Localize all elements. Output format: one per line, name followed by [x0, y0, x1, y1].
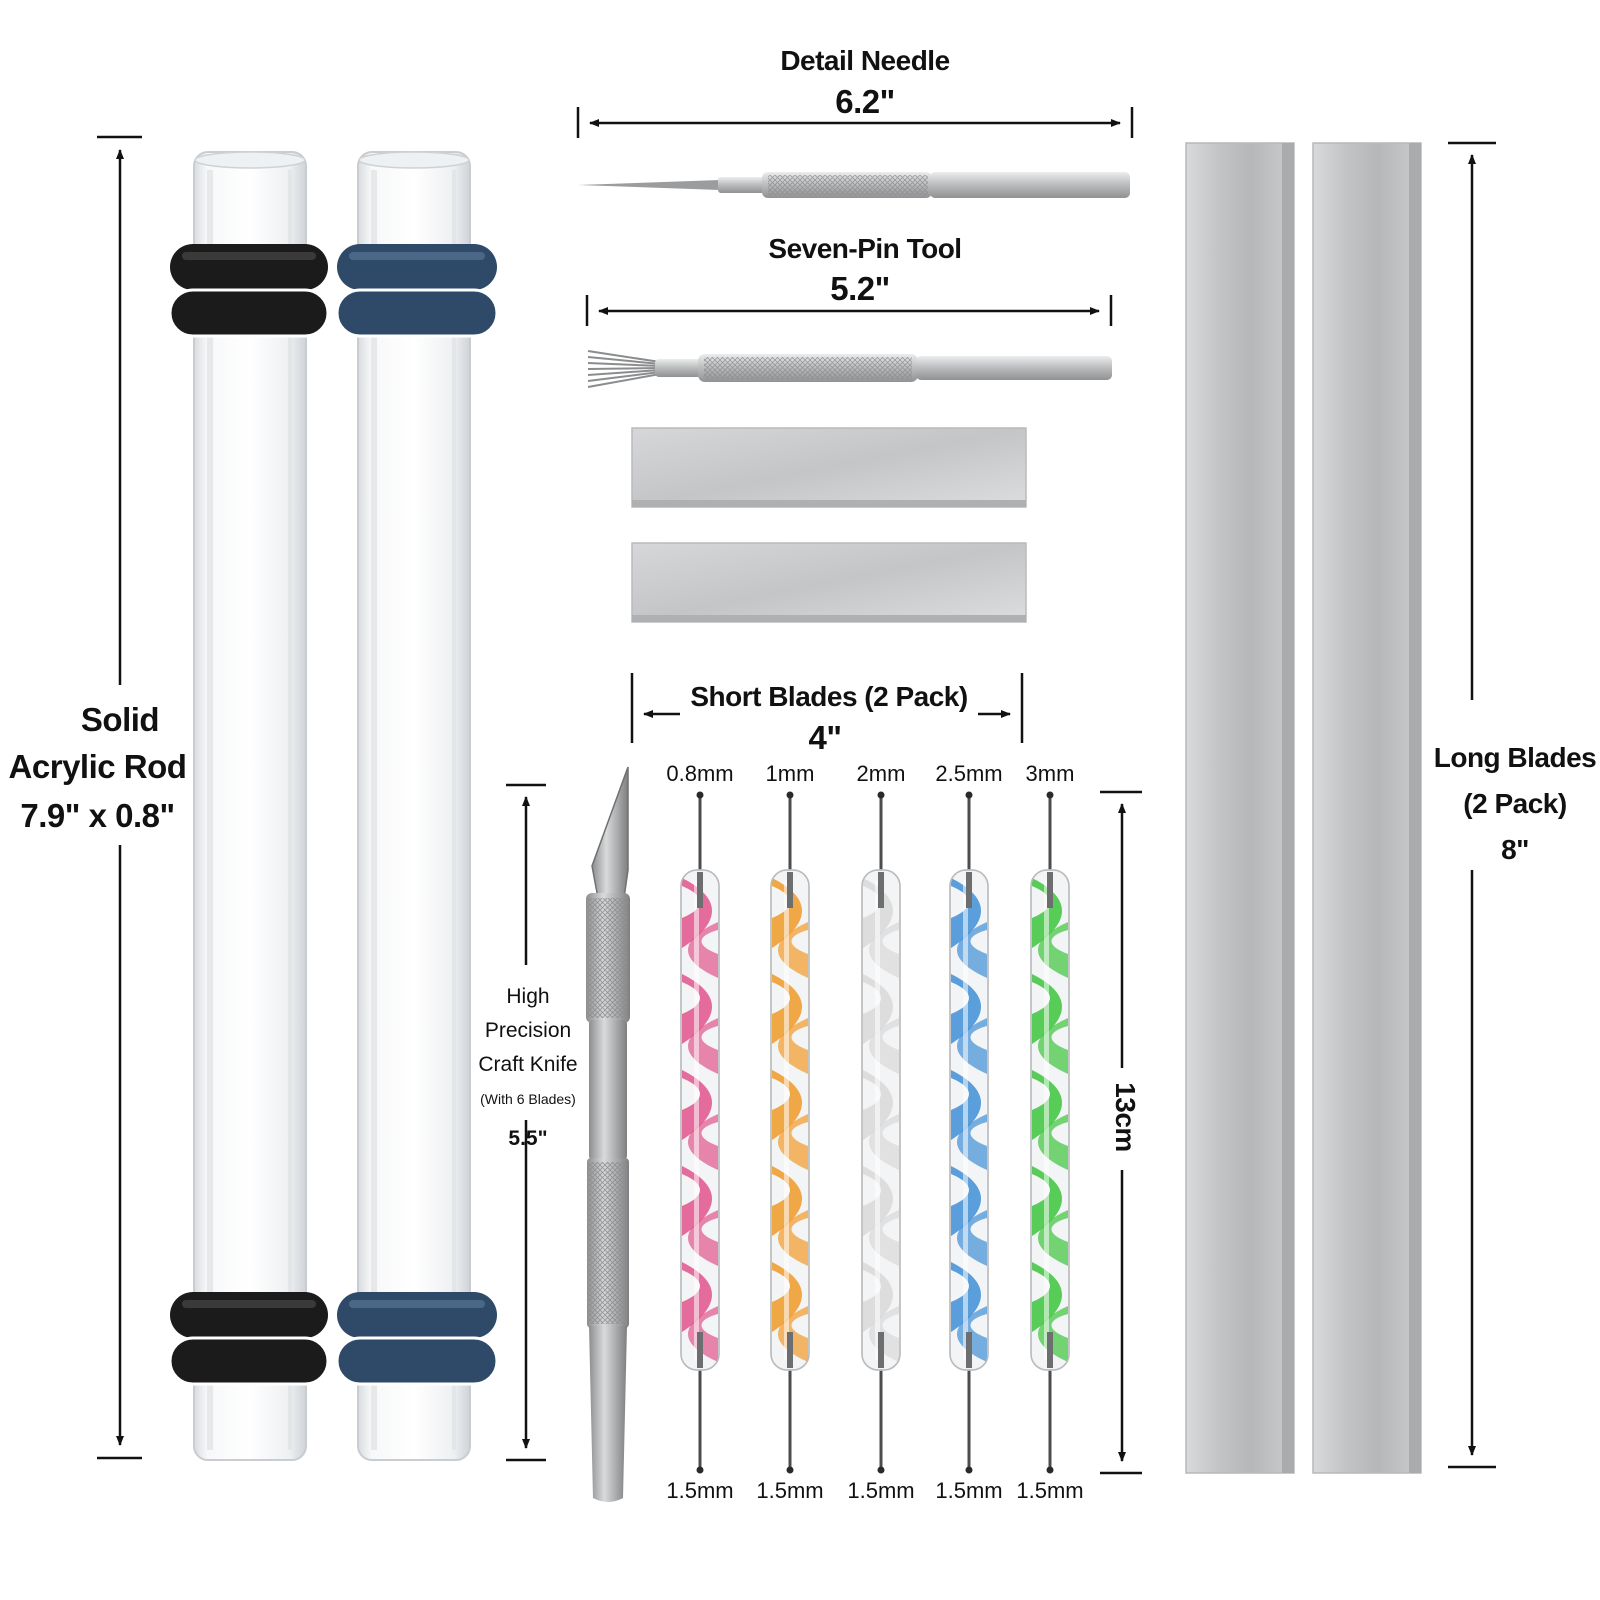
dotting-tool-orange: [770, 791, 810, 1474]
dotting-tool-white: [861, 791, 901, 1474]
craft-knife: [586, 766, 630, 1502]
detail-needle-size: 6.2": [835, 83, 895, 120]
dotting-top-size-5: 3mm: [1025, 761, 1075, 786]
long-blade-1: [1185, 142, 1295, 1474]
dotting-tool-pink: [680, 791, 720, 1474]
seven-pin-tool: [587, 350, 661, 388]
seven-pin-size: 5.2": [830, 270, 890, 307]
rod-label-line1: Solid: [80, 701, 160, 738]
dotting-bottom-size-1: 1.5mm: [666, 1478, 734, 1503]
dimension-lines: [97, 107, 1496, 1475]
seven-pin-handle: [655, 354, 1112, 382]
dotting-bottom-size-2: 1.5mm: [756, 1478, 824, 1503]
dotting-tool-green: [1030, 791, 1070, 1474]
dotting-length-label: 13cm: [1110, 1082, 1141, 1152]
short-blade-1: [631, 427, 1027, 508]
knife-size: 5.5": [508, 1127, 548, 1150]
dotting-top-size-1: 0.8mm: [666, 761, 734, 786]
knife-label-line4: (With 6 Blades): [480, 1091, 576, 1107]
dotting-top-size-4: 2.5mm: [935, 761, 1003, 786]
long-blade-2: [1312, 142, 1422, 1474]
dotting-bottom-size-3: 1.5mm: [847, 1478, 915, 1503]
short-blade-2: [631, 542, 1027, 623]
short-blades-label: Short Blades (2 Pack): [690, 681, 968, 712]
detail-needle-label: Detail Needle: [780, 45, 950, 76]
acrylic-rod-black: [168, 151, 330, 1461]
knife-label-line1: High: [506, 985, 550, 1008]
long-blades-size: 8": [1501, 834, 1529, 865]
rod-size-label: 7.9" x 0.8": [20, 797, 175, 834]
short-blades-size: 4": [808, 719, 843, 756]
knife-label-line3: Craft Knife: [478, 1053, 578, 1076]
dotting-tool-blue: [949, 791, 989, 1474]
dotting-bottom-size-4: 1.5mm: [935, 1478, 1003, 1503]
long-blades-label-line2: (2 Pack): [1463, 788, 1567, 819]
dotting-top-size-2: 1mm: [765, 761, 815, 786]
detail-needle: [578, 172, 1130, 198]
long-blades-label-line1: Long Blades: [1433, 742, 1597, 773]
seven-pin-label: Seven-Pin Tool: [768, 233, 962, 264]
acrylic-rod-blue: [335, 151, 499, 1461]
knife-label-line2: Precision: [484, 1019, 572, 1042]
dotting-top-size-3: 2mm: [856, 761, 906, 786]
dotting-tools: [680, 791, 1070, 1474]
rod-label-line2: Acrylic Rod: [8, 748, 187, 785]
dotting-bottom-size-5: 1.5mm: [1016, 1478, 1084, 1503]
